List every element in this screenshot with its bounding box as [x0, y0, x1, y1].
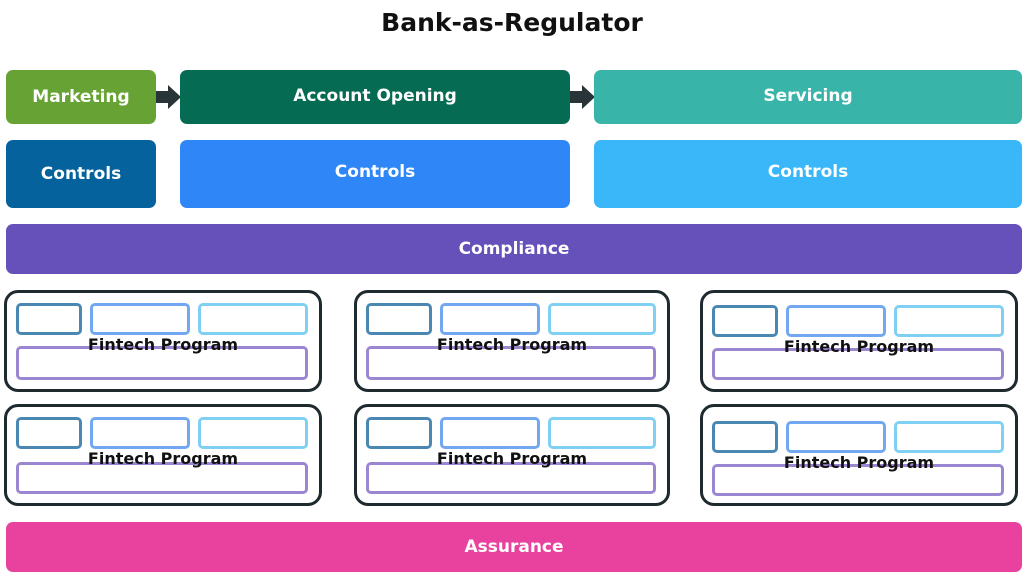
program-block	[16, 462, 308, 494]
fintech-program-card: Fintech Program	[354, 290, 670, 392]
program-block	[198, 303, 308, 335]
program-block	[894, 305, 1004, 337]
compliance-bar: Compliance	[6, 224, 1022, 274]
fintech-program-card: Fintech Program	[4, 404, 322, 506]
program-block	[90, 303, 190, 335]
program-block	[894, 421, 1004, 453]
program-block	[16, 303, 82, 335]
controls-box-account-opening: Controls	[180, 140, 570, 208]
program-block	[16, 346, 308, 380]
program-block	[440, 417, 540, 449]
fintech-program-label: Fintech Program	[783, 337, 935, 356]
fintech-program-label: Fintech Program	[436, 449, 588, 468]
program-block	[712, 305, 778, 337]
program-block	[366, 462, 656, 494]
program-block	[712, 348, 1004, 380]
assurance-bar: Assurance	[6, 522, 1022, 572]
fintech-program-card: Fintech Program	[4, 290, 322, 392]
program-block	[548, 417, 656, 449]
arrow-right-icon	[156, 85, 181, 109]
program-block	[712, 464, 1004, 496]
program-block	[366, 417, 432, 449]
program-block	[712, 421, 778, 453]
arrow-right-icon	[570, 85, 595, 109]
fintech-program-label: Fintech Program	[87, 335, 239, 354]
program-block	[548, 303, 656, 335]
fintech-program-card: Fintech Program	[700, 290, 1018, 392]
program-block	[786, 421, 886, 453]
program-block	[90, 417, 190, 449]
program-block	[16, 417, 82, 449]
fintech-program-label: Fintech Program	[783, 453, 935, 472]
diagram-title: Bank-as-Regulator	[381, 8, 643, 37]
controls-box-marketing: Controls	[6, 140, 156, 208]
program-block	[440, 303, 540, 335]
fintech-program-card: Fintech Program	[700, 404, 1018, 506]
program-block	[198, 417, 308, 449]
account-opening-box: Account Opening	[180, 70, 570, 124]
fintech-program-card: Fintech Program	[354, 404, 670, 506]
program-block	[366, 346, 656, 380]
servicing-box: Servicing	[594, 70, 1022, 124]
program-block	[786, 305, 886, 337]
marketing-box: Marketing	[6, 70, 156, 124]
controls-box-servicing: Controls	[594, 140, 1022, 208]
program-block	[366, 303, 432, 335]
fintech-program-label: Fintech Program	[87, 449, 239, 468]
fintech-program-label: Fintech Program	[436, 335, 588, 354]
